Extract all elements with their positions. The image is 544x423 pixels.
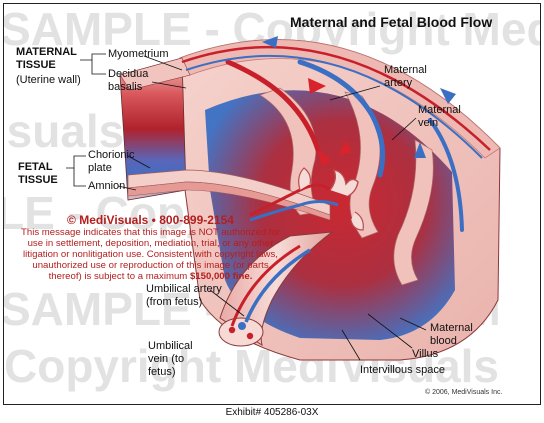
notice-body: This message indicates that this image i… — [21, 227, 280, 282]
maternal-vein — [297, 59, 386, 178]
umbilical-vein-vessel — [244, 248, 311, 323]
maternal-vein-outer — [428, 118, 464, 232]
leader-fetal-tissue-amnion — [73, 168, 86, 187]
arrow-artery-down — [338, 140, 352, 156]
leader-maternal-artery — [329, 85, 381, 101]
label-myometrium: Myometrium — [108, 48, 169, 60]
leader-maternal-blood — [399, 317, 427, 331]
leader-amnion — [117, 185, 137, 191]
leader-intervillous — [341, 329, 361, 361]
uterine-surface-vessel-red — [181, 45, 491, 151]
leader-decidua — [151, 81, 187, 89]
label-amnion: Amnion — [88, 180, 126, 192]
copyright-line: © 2006, MediVisuals Inc. — [425, 389, 503, 396]
label-umbilical-vein: Umbilical vein (to fetus) — [148, 340, 193, 378]
label-maternal-artery: Maternal artery — [384, 64, 427, 89]
maternal-artery — [225, 59, 321, 153]
label-decidua-basalis: Decidua basalis — [108, 68, 149, 93]
diagram-title: Maternal and Fetal Blood Flow — [290, 14, 493, 30]
arrow-vein-up — [414, 142, 426, 158]
arrow-surface-blue-2 — [440, 88, 456, 104]
label-villus: Villus — [412, 348, 439, 360]
exhibit-number: Exhibit# 405286-03X — [225, 407, 319, 418]
notice-fine: $150,000 fine. — [189, 271, 253, 282]
arrow-artery-in — [308, 78, 326, 94]
decidual-septum-3 — [393, 139, 434, 286]
arrow-blood-jet — [318, 150, 332, 166]
label-maternal-vein: Maternal vein — [418, 104, 461, 129]
copyright-notice: © MediVisuals • 800-899-2154 This messag… — [18, 213, 283, 282]
leader-lines — [66, 53, 427, 361]
umbilical-vein-section — [238, 322, 246, 330]
label-chorionic-plate: Chorionic plate — [88, 149, 135, 174]
leader-villus — [367, 313, 413, 349]
uterine-surface-vessel-blue — [185, 54, 483, 159]
leader-myometrium — [143, 55, 183, 71]
leader-maternal-vein — [391, 117, 417, 141]
flow-arrows — [262, 36, 456, 166]
umbilical-artery-vessel — [230, 244, 301, 327]
leader-fetal-tissue-chorionic — [66, 155, 86, 169]
umbilical-cord-cut-end — [218, 317, 264, 347]
leader-chorionic — [127, 155, 151, 169]
label-maternal-tissue: MATERNAL TISSUE — [16, 46, 77, 71]
leader-maternal-tissue-myometrium — [80, 53, 106, 61]
villus-tree — [249, 167, 364, 231]
myometrium-band — [179, 39, 501, 159]
amnion-layer — [127, 181, 331, 221]
label-umbilical-artery: Umbilical artery (from fetus) — [146, 283, 222, 308]
label-fetal-tissue: FETAL TISSUE — [18, 161, 58, 186]
label-maternal-blood: Maternal blood — [430, 322, 473, 347]
umbilical-artery-section-2 — [246, 332, 254, 340]
leader-maternal-tissue-decidua — [91, 60, 106, 75]
label-uterine-wall: (Uterine wall) — [16, 74, 81, 86]
label-intervillous-space: Intervillous space — [360, 364, 445, 376]
cut-face-top — [119, 57, 191, 91]
notice-heading: © MediVisuals • 800-899-2154 — [67, 213, 234, 227]
leader-umbilical-artery — [209, 289, 245, 317]
umbilical-artery-section-1 — [228, 326, 236, 334]
arrow-surface-blue — [262, 36, 278, 48]
